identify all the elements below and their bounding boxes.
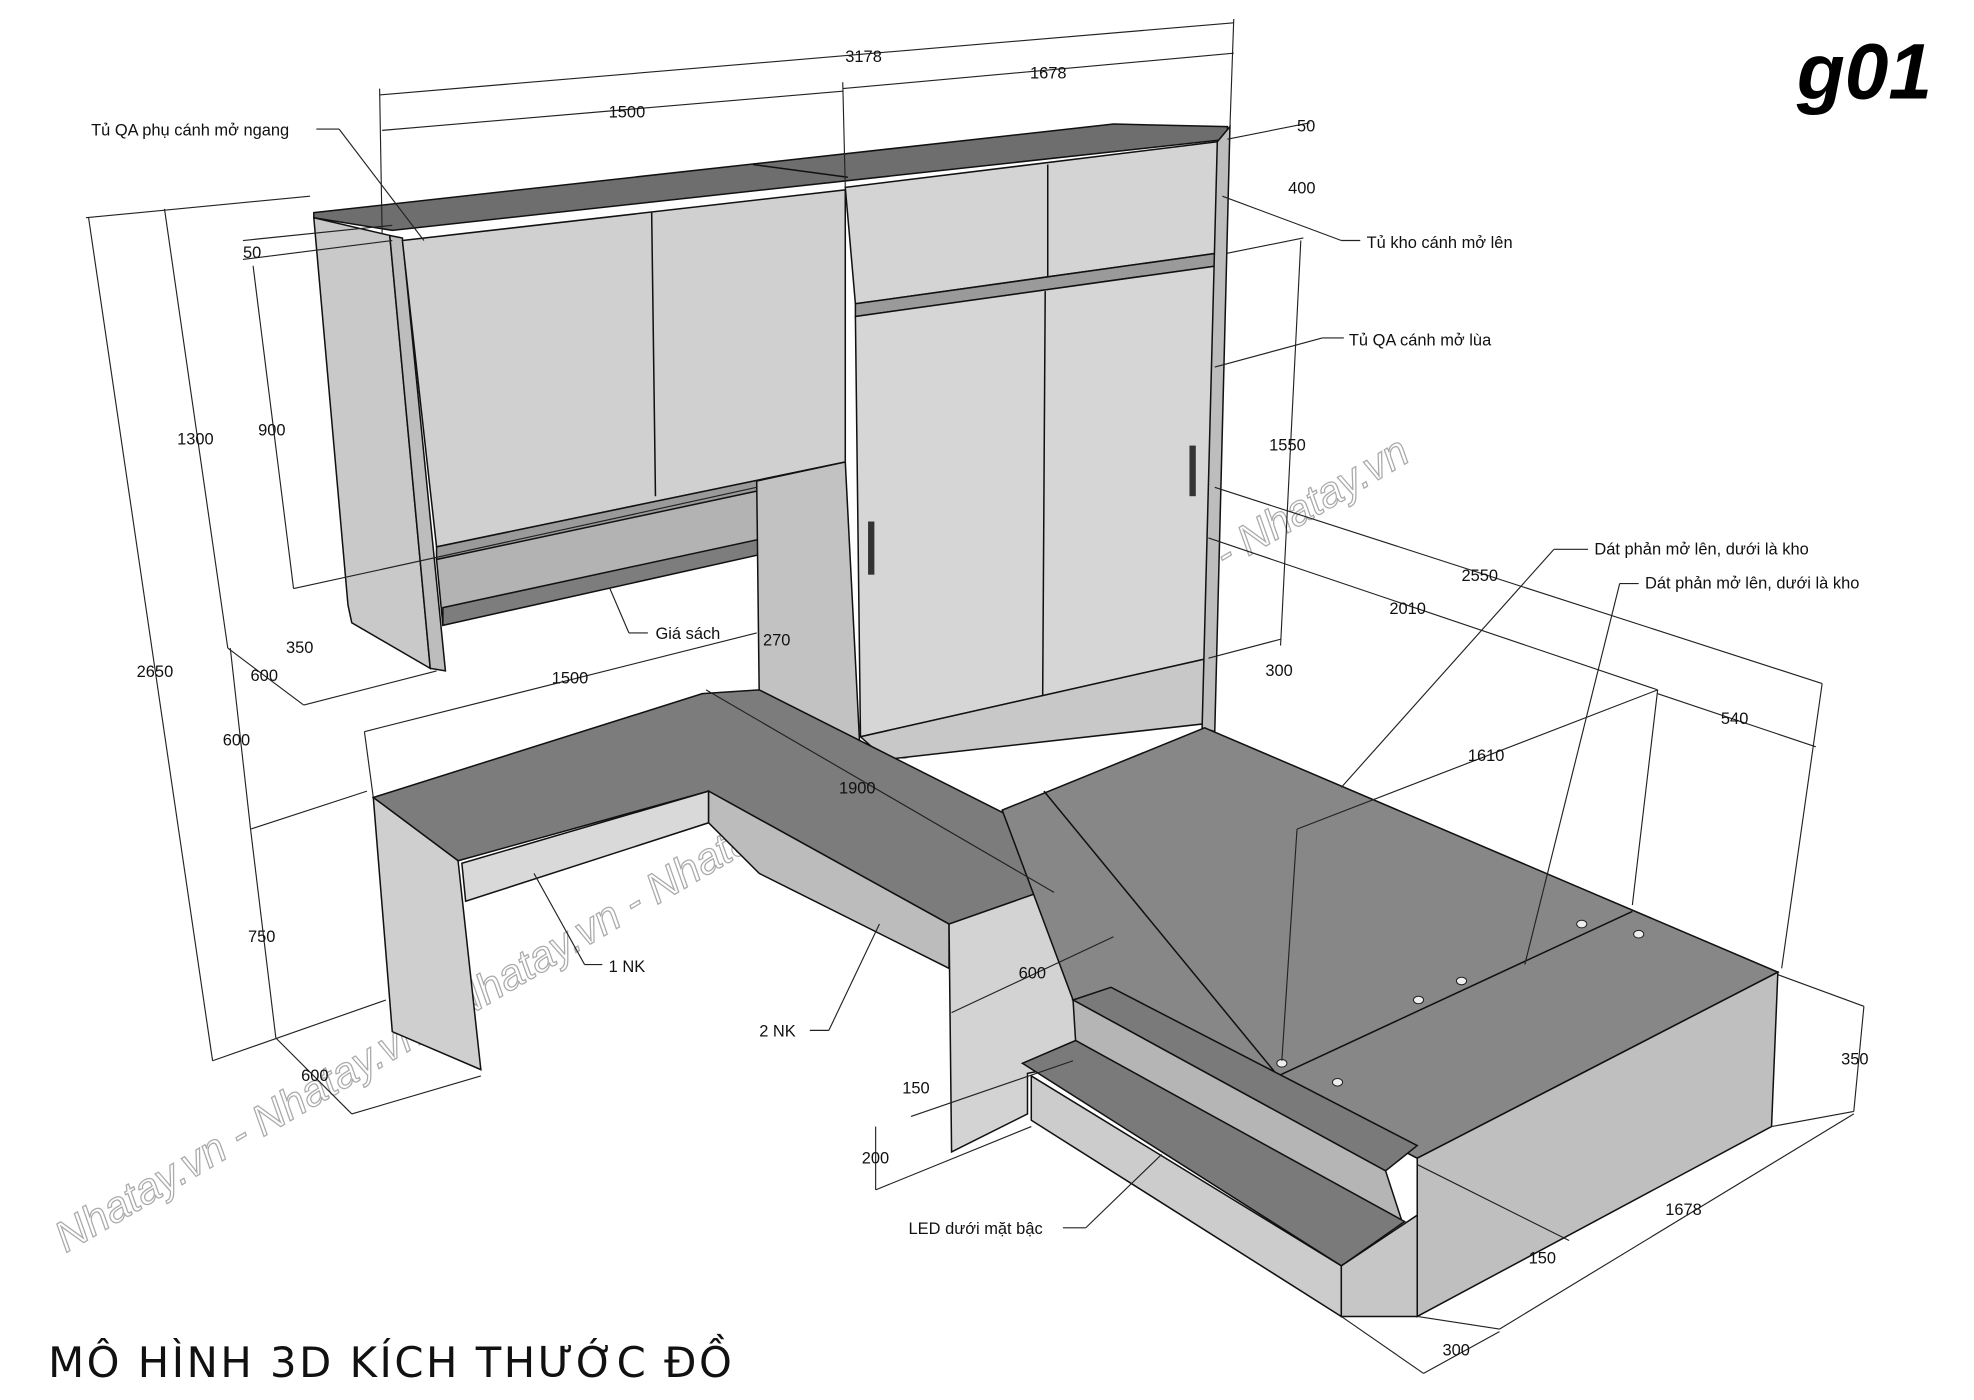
dim-label: 1610: [1468, 747, 1505, 765]
dim-label: 1900: [839, 780, 876, 798]
drawing-code-badge: g01: [1796, 28, 1932, 116]
dim-label: 400: [1288, 180, 1315, 198]
dim-label: 750: [248, 928, 275, 946]
dim-label: 1500: [552, 670, 589, 688]
dim-label: 350: [1841, 1051, 1868, 1069]
dim-label: 270: [763, 632, 790, 650]
callout-storage-cabinet: Tủ kho cánh mở lên: [1367, 234, 1513, 252]
dim-label: 1500: [609, 104, 646, 122]
dim-label: 300: [1265, 662, 1292, 680]
callout-drawer-2: 2 NK: [759, 1023, 796, 1041]
callout-side-cabinet: Tủ QA phụ cánh mở ngang: [91, 121, 289, 139]
callout-bed-panel-1: Dát phản mở lên, dưới là kho: [1594, 540, 1808, 558]
dim-label: 540: [1721, 710, 1748, 728]
dim-label: 350: [286, 639, 313, 657]
callout-sliding-wardrobe: Tủ QA cánh mở lùa: [1349, 332, 1492, 350]
bed-platform: [1001, 727, 1780, 1318]
callout-bookshelf: Giá sách: [655, 625, 720, 643]
dim-label: 3178: [845, 48, 882, 66]
dimension-lines: [85, 18, 1865, 1374]
dim-label: 900: [258, 421, 285, 439]
dim-label: 600: [251, 667, 278, 685]
dim-label: 600: [223, 732, 250, 750]
callout-drawer-1: 1 NK: [609, 958, 646, 976]
dim-label: 200: [862, 1149, 889, 1167]
dim-label: 150: [902, 1080, 929, 1098]
callout-bed-panel-2: Dát phản mở lên, dưới là kho: [1645, 575, 1859, 593]
dim-label: 1678: [1030, 64, 1067, 82]
sliding-wardrobe: [844, 124, 1231, 761]
dim-label: 600: [301, 1067, 328, 1085]
dim-label: 2010: [1389, 600, 1426, 618]
dim-label: 150: [1529, 1249, 1556, 1267]
dim-label: 50: [1297, 118, 1315, 136]
dim-label: 2550: [1462, 567, 1499, 585]
callout-led: LED dưới mặt bậc: [909, 1220, 1043, 1238]
dim-label: 1300: [177, 430, 214, 448]
dimension-labels: 3178 1678 1500 50 400 1550 50 1300 900 2…: [137, 48, 1869, 1360]
page-title: MÔ HÌNH 3D KÍCH THƯỚC ĐỒ: [48, 1333, 734, 1387]
dim-label: 1550: [1269, 437, 1306, 455]
dim-label: 300: [1443, 1342, 1470, 1360]
dim-label: 50: [243, 244, 261, 262]
dim-label: 600: [1019, 964, 1046, 982]
desk: [371, 689, 1113, 1154]
dim-label: 2650: [137, 663, 174, 681]
dim-label: 1678: [1665, 1201, 1702, 1219]
